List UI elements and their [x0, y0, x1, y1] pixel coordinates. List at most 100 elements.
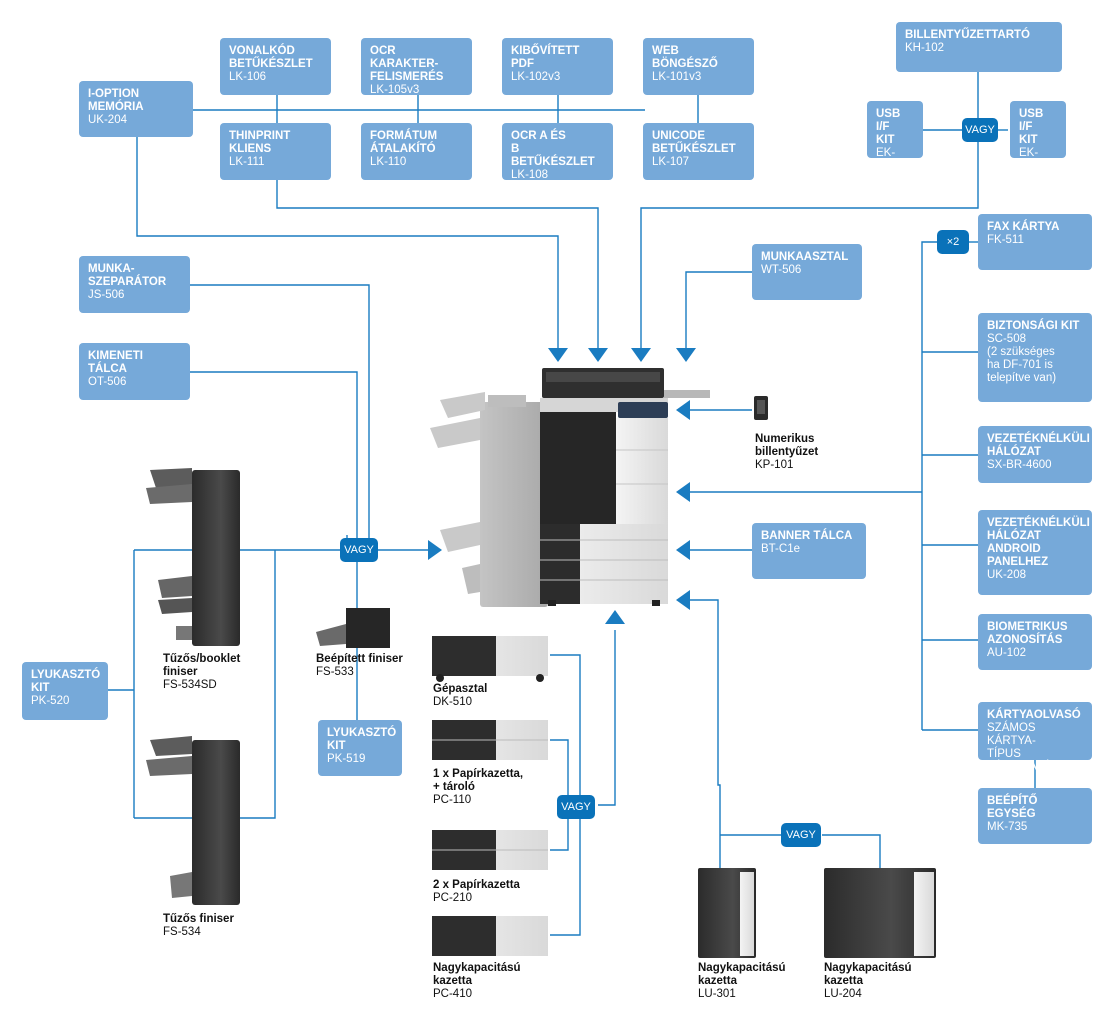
box-title: BEÉPÍTŐ EGYSÉG — [987, 795, 1038, 820]
pc410-image — [432, 916, 548, 956]
box-code: LK-106 — [229, 71, 267, 83]
box-title: WEB BÖNGÉSZŐ — [652, 45, 718, 70]
box-code: LK-102v3 — [511, 71, 561, 83]
fs533-image — [316, 608, 390, 648]
box-title: KIMENETI TÁLCA — [88, 350, 143, 375]
box-title: KIBŐVÍTETT PDF — [511, 45, 580, 70]
box-title: USB I/F KIT — [876, 108, 901, 146]
box-code: LK-107 — [652, 156, 690, 168]
box-code: LK-111 — [229, 156, 265, 168]
box-code: SC-508 (2 szükséges ha DF-701 is telepít… — [987, 333, 1057, 384]
box-title: FAX KÁRTYA — [987, 221, 1060, 233]
label-code: DK-510 — [433, 696, 472, 708]
label-code: FS-534 — [163, 926, 201, 938]
box-code: AU-102 — [987, 647, 1026, 659]
label-title: 2 x Papírkazetta — [433, 879, 520, 891]
box-code: PK-519 — [327, 753, 366, 765]
connector-arrows — [428, 348, 696, 624]
ghost-finisher-image — [430, 392, 548, 607]
box-title: LYUKASZTÓ KIT — [327, 727, 397, 752]
box-code: EK-607 — [1019, 147, 1039, 172]
box-code: UK-204 — [88, 114, 127, 126]
box-code: WT-506 — [761, 264, 802, 276]
pc110-image — [432, 720, 548, 760]
vagy-usb-pill: VAGY — [962, 118, 998, 142]
box-title: USB I/F KIT — [1019, 108, 1044, 146]
box-title: FORMÁTUM ÁTALAKÍTÓ — [370, 130, 438, 155]
box-code: LK-105v3 — [370, 84, 420, 96]
label-title: Gépasztal — [433, 683, 488, 695]
label-code: LU-204 — [824, 988, 862, 1000]
box-code: FK-511 — [987, 234, 1024, 246]
lu204-image — [824, 868, 936, 958]
box-title: BIZTONSÁGI KIT — [987, 320, 1080, 332]
label-code: PC-110 — [433, 794, 472, 806]
label-code: PC-410 — [433, 988, 472, 1000]
box-code: LK-101v3 — [652, 71, 702, 83]
box-code: PK-520 — [31, 695, 70, 707]
box-code: SZÁMOS KÁRTYA- TÍPUS TÁMOGATÁSA — [987, 722, 1067, 773]
label-code: PC-210 — [433, 892, 472, 904]
box-code: BT-C1e — [761, 543, 800, 555]
label-code: KP-101 — [755, 459, 794, 471]
label-title: Nagykapacitású kazetta — [433, 962, 521, 987]
box-code: MK-735 — [987, 821, 1028, 833]
label-code: FS-534SD — [163, 679, 217, 691]
box-code: OT-506 — [88, 376, 127, 388]
box-title: OCR A ÉS B BETŰKÉSZLET — [511, 130, 595, 168]
dk510-image — [432, 636, 548, 682]
box-title: OCR KARAKTER- FELISMERÉS — [370, 45, 444, 83]
main-mfp-image — [540, 368, 710, 606]
box-code: LK-108 — [511, 169, 549, 181]
box-title: MUNKA- SZEPARÁTOR — [88, 263, 167, 288]
box-title: BANNER TÁLCA — [761, 530, 853, 542]
box-code: KH-102 — [905, 42, 944, 54]
box-title: BIOMETRIKUS AZONOSÍTÁS — [987, 621, 1068, 646]
label-title: Tűzős finiser — [163, 913, 234, 925]
box-title: THINPRINT KLIENS — [229, 130, 291, 155]
label-title: Beépített finiser — [316, 653, 403, 665]
label-code: FS-533 — [316, 666, 354, 678]
box-title: I-OPTION MEMÓRIA — [88, 88, 144, 113]
x2-pill: ×2 — [937, 230, 969, 254]
box-title: VONALKÓD BETŰKÉSZLET — [229, 45, 313, 70]
connector-lines — [108, 72, 1036, 936]
label-title: Numerikus billentyűzet — [755, 433, 819, 458]
fs534sd-image — [146, 468, 240, 646]
box-title: KÁRTYAOLVASÓ — [987, 709, 1081, 721]
vagy-lu-pill: VAGY — [781, 823, 821, 847]
label-code: LU-301 — [698, 988, 736, 1000]
label-title: Tűzős/booklet finiser — [163, 653, 241, 678]
box-code: EK-606 — [876, 147, 896, 172]
box-title: BILLENTYŰZETTARTÓ — [905, 29, 1030, 41]
box-code: SX-BR-4600 — [987, 459, 1052, 471]
